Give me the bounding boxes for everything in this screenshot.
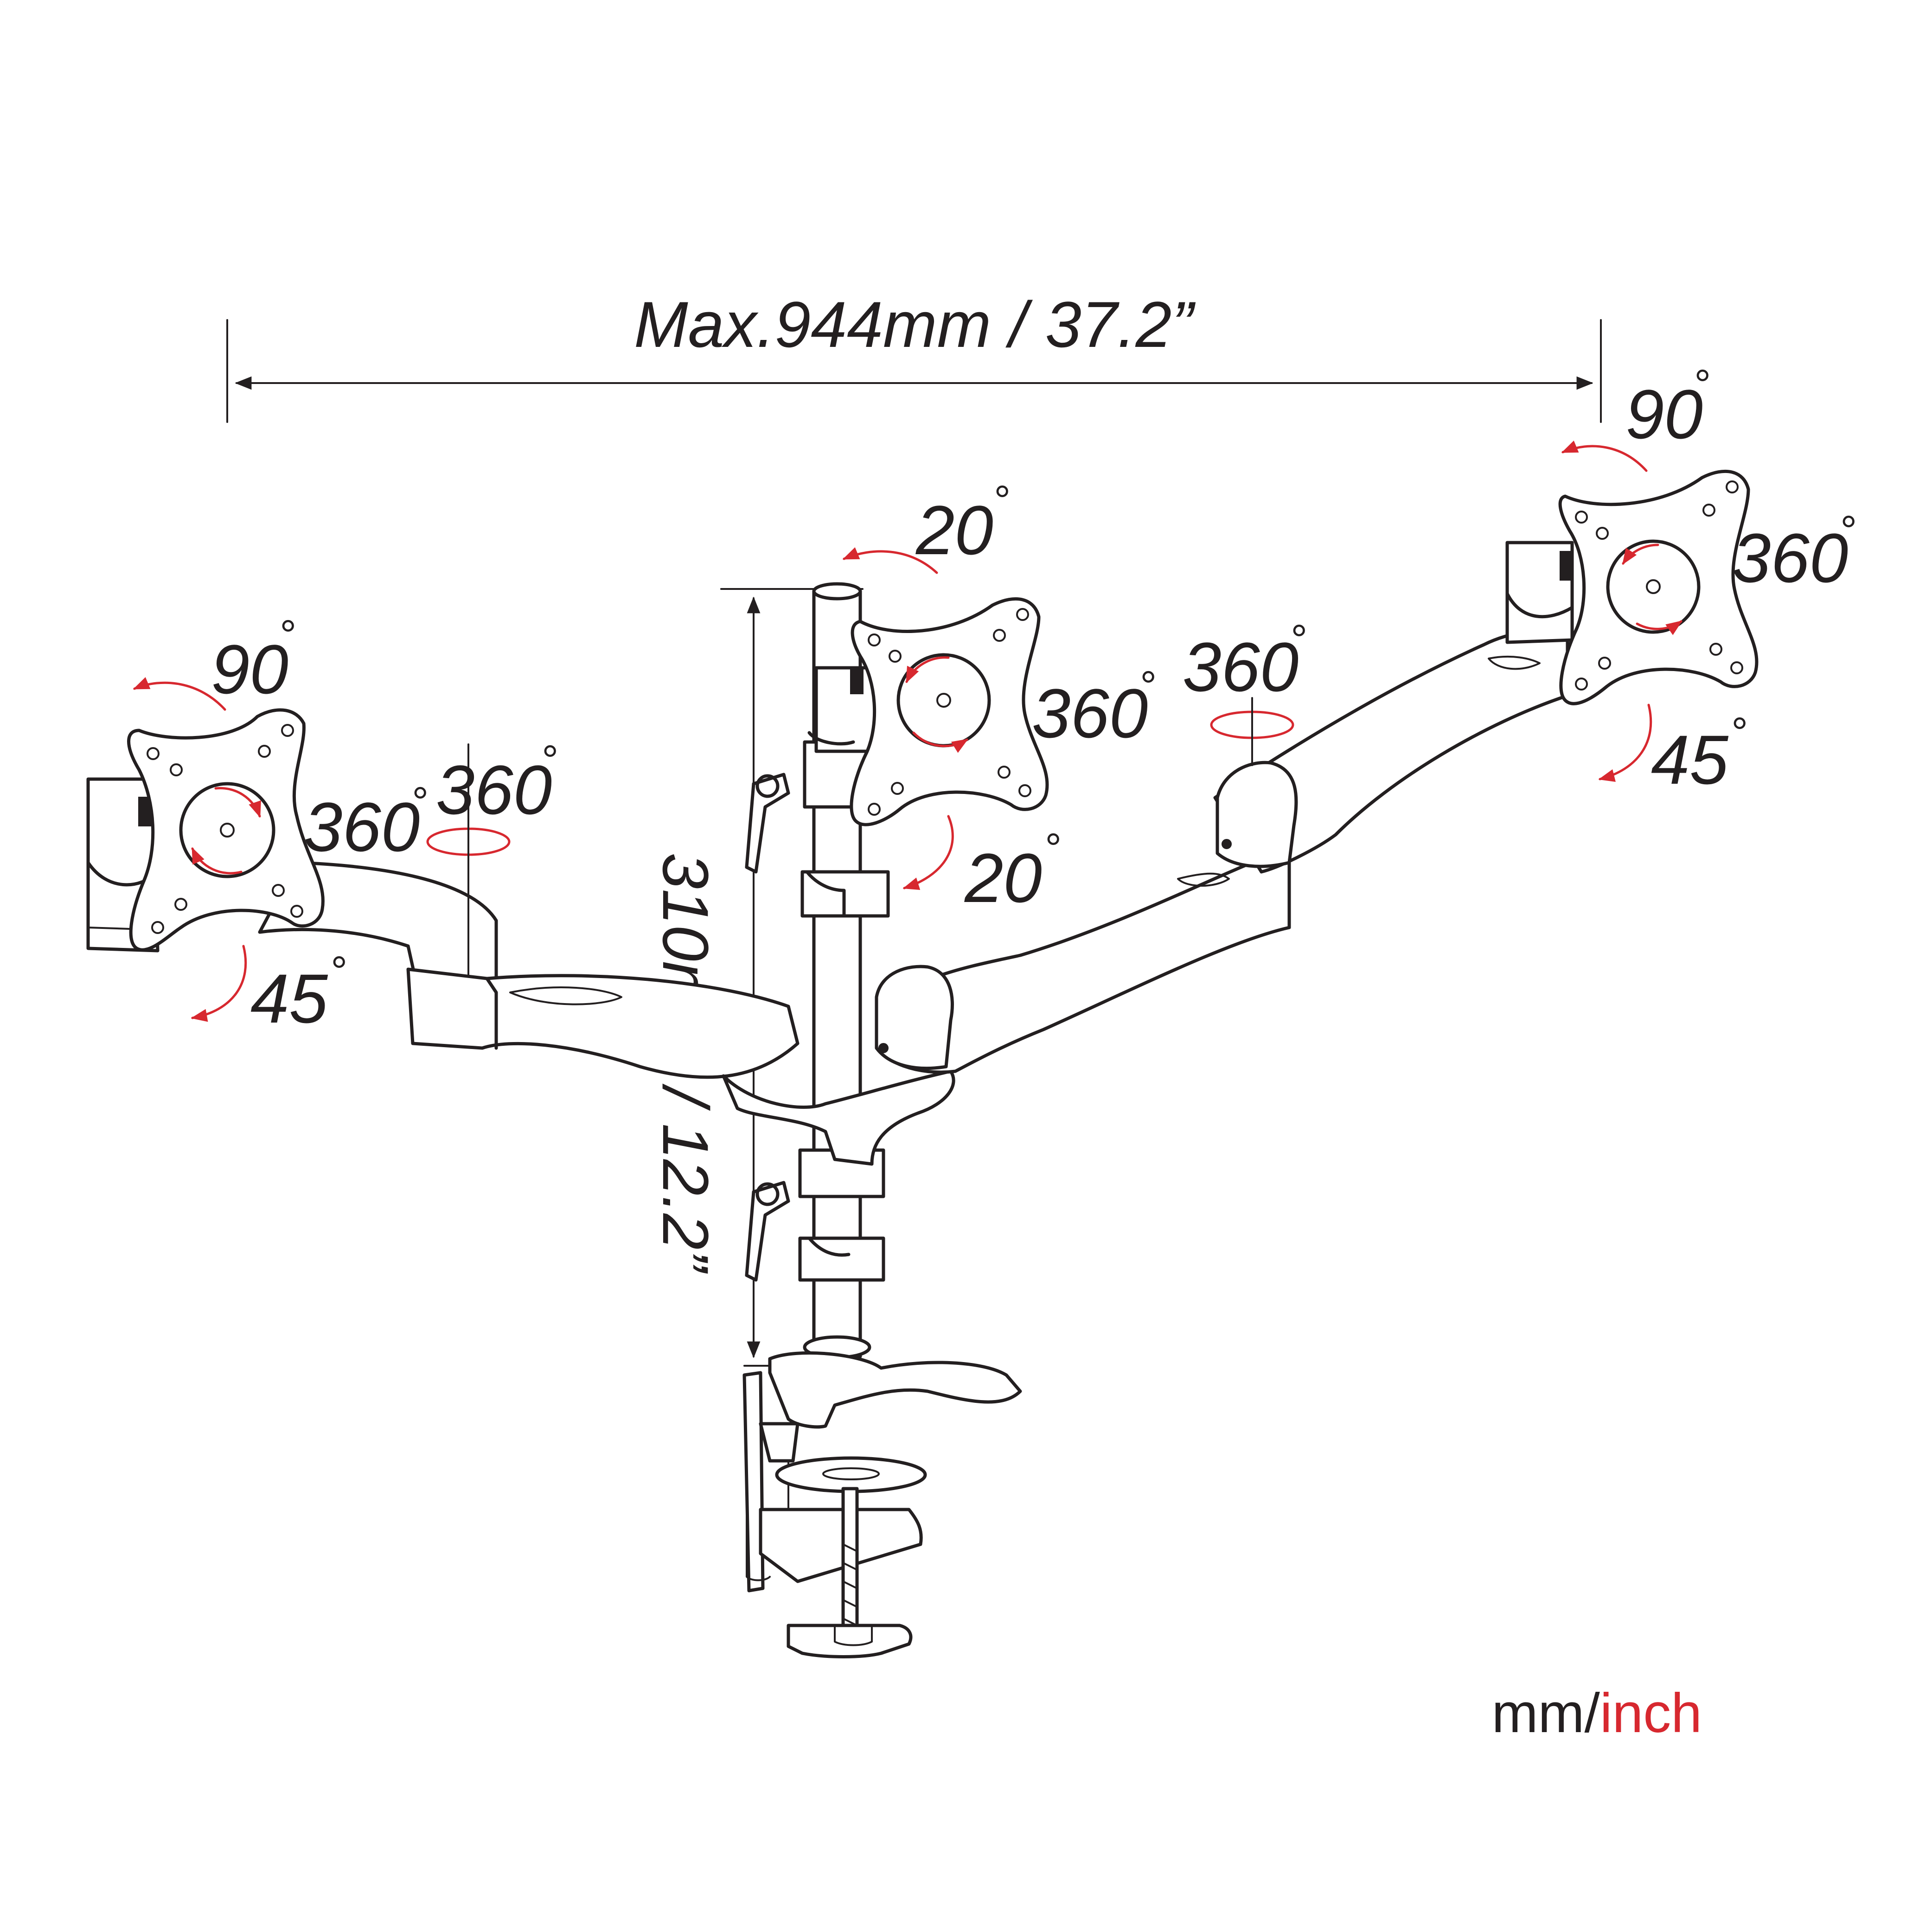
width-dimension: Max.944mm / 37.2” — [226, 288, 1602, 423]
center-tilt-bottom-label: 20 — [964, 839, 1042, 917]
units-legend: mm/inch — [1492, 1682, 1702, 1744]
left-pan-arrow — [191, 945, 247, 1022]
center-tilt-bottom-arrow — [902, 815, 954, 890]
center-vesa-plate — [807, 597, 1049, 826]
movement-arrows — [133, 440, 1652, 1022]
left-rotate-degree: ° — [410, 779, 427, 825]
left-pan-degree: ° — [329, 948, 346, 995]
left-swivel-degree: ° — [540, 737, 557, 784]
left-pan-label: 45 — [250, 960, 328, 1037]
right-arm-swivel-degree: ° — [1289, 617, 1306, 663]
left-swivel-label: 360 — [436, 751, 552, 829]
right-pan-degree: ° — [1730, 710, 1746, 756]
center-tilt-top-label: 20 — [915, 491, 993, 569]
center-tilt-top-degree: ° — [992, 478, 1009, 524]
width-label: Max.944mm / 37.2” — [634, 288, 1196, 361]
right-pan-arrow — [1598, 704, 1652, 782]
angle-labels: 90 ° 360 ° 360 ° 45 ° 20 ° 360 ° 20 ° 36… — [211, 362, 1855, 1037]
center-rotate-label: 360 — [1032, 674, 1148, 752]
left-tilt-arrow — [133, 677, 226, 711]
right-tilt-degree: ° — [1693, 362, 1709, 408]
right-tilt-label: 90 — [1625, 375, 1703, 453]
center-tilt-top-arrow — [842, 547, 938, 574]
left-vesa-plate — [127, 708, 325, 952]
right-vesa-plate — [1558, 469, 1759, 705]
center-tilt-bottom-degree: ° — [1043, 825, 1060, 872]
center-rotate-degree: ° — [1139, 663, 1155, 710]
lower-hub — [722, 1069, 955, 1166]
left-rotate-label: 360 — [304, 788, 420, 866]
left-tilt-degree: ° — [278, 612, 295, 659]
right-rotate-label: 360 — [1732, 519, 1848, 597]
units-secondary: inch — [1600, 1682, 1702, 1744]
left-tilt-label: 90 — [211, 630, 288, 708]
units-primary: mm/ — [1492, 1682, 1600, 1744]
right-tilt-arrow — [1561, 440, 1648, 472]
svg-text:mm/inch: mm/inch — [1492, 1682, 1702, 1744]
right-pan-label: 45 — [1651, 721, 1728, 799]
right-rotate-degree: ° — [1839, 508, 1855, 554]
right-arm-swivel-label: 360 — [1183, 628, 1299, 706]
